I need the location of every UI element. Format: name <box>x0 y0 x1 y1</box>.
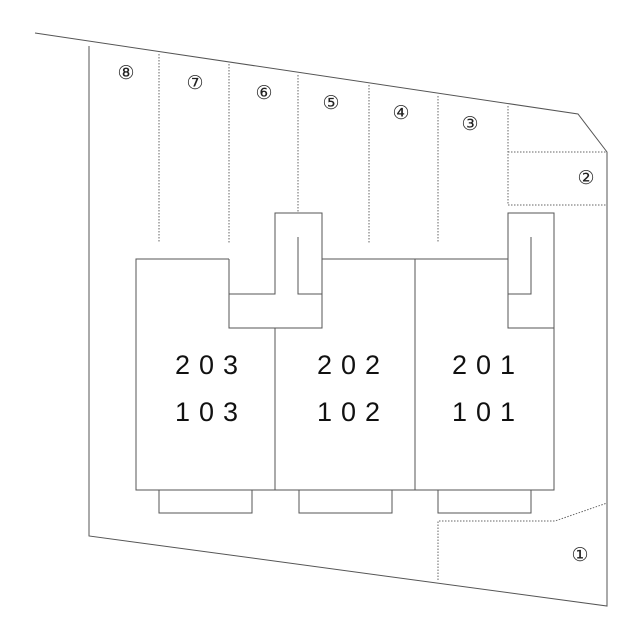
unit-label-201: 201 <box>452 350 524 380</box>
parking-space-5-label: ⑤ <box>322 92 339 114</box>
unit-label-102: 102 <box>317 397 389 427</box>
unit-label-203: 203 <box>175 350 247 380</box>
parking-space-7-label: ⑦ <box>186 72 203 94</box>
parking-space-1-label: ① <box>571 544 588 566</box>
parking-space-4-label: ④ <box>392 102 409 124</box>
unit-label-202: 202 <box>317 350 389 380</box>
balcony <box>298 489 393 514</box>
parking-space-3-label: ③ <box>461 113 478 135</box>
parking-space-8-label: ⑧ <box>117 62 134 84</box>
unit-label-103: 103 <box>175 397 247 427</box>
parking-space-2-label: ② <box>577 167 594 189</box>
balcony <box>158 489 253 514</box>
parking-dividers <box>158 54 608 580</box>
building <box>135 212 555 514</box>
parking-space-6-label: ⑥ <box>255 82 272 104</box>
lot-boundary <box>34 32 608 607</box>
balcony <box>437 489 532 514</box>
unit-label-101: 101 <box>452 397 524 427</box>
